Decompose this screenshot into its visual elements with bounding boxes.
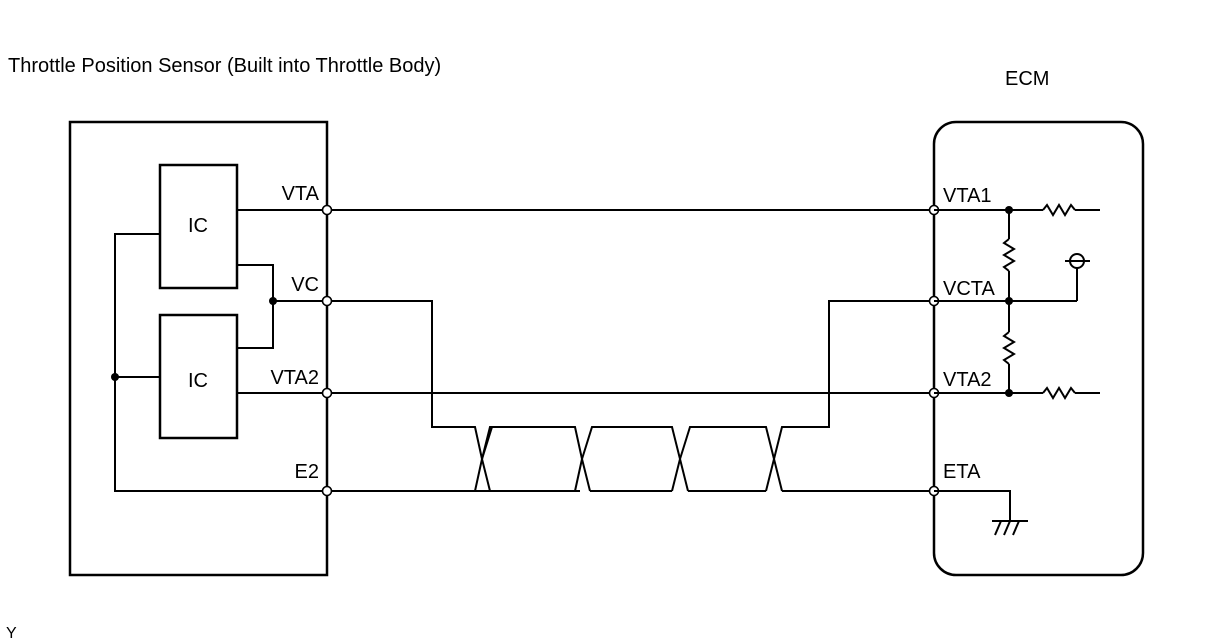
junction-dot bbox=[1005, 297, 1013, 305]
ecm-title: ECM bbox=[1005, 68, 1049, 90]
ic-block-2 bbox=[158, 313, 239, 440]
harness-wiring bbox=[327, 209, 934, 492]
pin-label-vcta: VCTA bbox=[943, 278, 996, 300]
pin-label-vc: VC bbox=[291, 274, 319, 296]
pin-label-vta1: VTA1 bbox=[943, 185, 992, 207]
pin-label-e2: E2 bbox=[295, 461, 319, 483]
junction-dot bbox=[269, 297, 277, 305]
junction-dot bbox=[1005, 206, 1013, 214]
terminal-vc bbox=[321, 295, 333, 307]
ecm-internal-wiring bbox=[934, 203, 1100, 536]
power-supply-icon bbox=[1065, 253, 1090, 269]
terminal-vta bbox=[321, 204, 333, 216]
ic-label-1: IC bbox=[188, 215, 208, 237]
sensor-internal-wiring bbox=[114, 209, 327, 492]
pin-label-eta: ETA bbox=[943, 461, 981, 483]
junction-dot bbox=[1005, 389, 1013, 397]
footer-mark: Y bbox=[6, 625, 17, 642]
ecm-body bbox=[932, 120, 1145, 577]
terminal-vta2 bbox=[321, 387, 333, 399]
pin-label-ecm-vta2: VTA2 bbox=[943, 369, 992, 391]
junction-dot bbox=[111, 373, 119, 381]
ic-block-1 bbox=[158, 163, 239, 290]
terminal-e2 bbox=[321, 485, 333, 497]
ic-label-2: IC bbox=[188, 370, 208, 392]
pin-label-vta2: VTA2 bbox=[270, 367, 319, 389]
pin-label-vta: VTA bbox=[282, 183, 320, 205]
sensor-title: Throttle Position Sensor (Built into Thr… bbox=[8, 55, 441, 77]
